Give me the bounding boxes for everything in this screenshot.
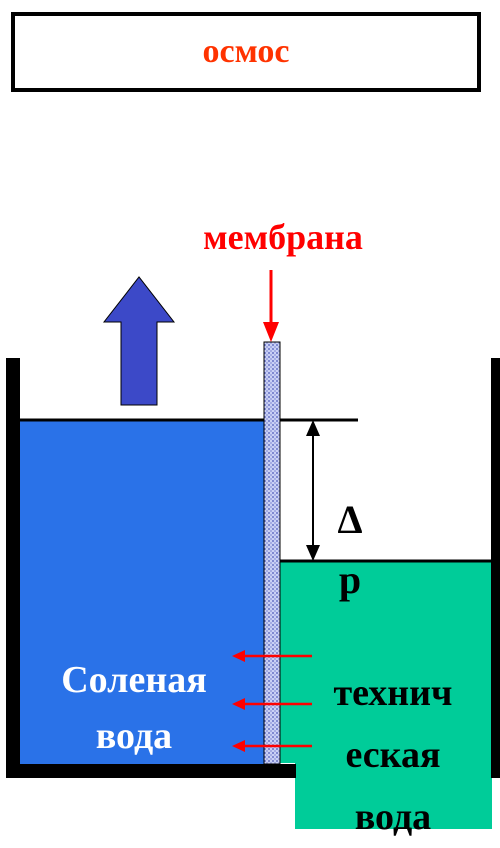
- container-bottom: [6, 764, 296, 778]
- pressure-letter: p: [338, 557, 362, 602]
- container-left-wall: [6, 358, 20, 778]
- title-box: осмос: [11, 12, 481, 92]
- membrane-pointer-arrow: [263, 270, 279, 342]
- delta-symbol: Δ: [337, 497, 363, 542]
- salt-water-label-line2: вода: [95, 715, 173, 757]
- technical-water-overflow: [295, 763, 492, 829]
- flow-arrow-2: [232, 698, 312, 710]
- technical-water-label-line1: технич: [333, 672, 453, 714]
- title: осмос: [202, 33, 290, 70]
- container-right-wall: [491, 358, 500, 778]
- osmosis-diagram: [6, 270, 500, 829]
- delta-p-arrow: [306, 420, 320, 561]
- technical-water-region: [280, 561, 492, 763]
- salt-water-label-line1: Соленая: [61, 659, 207, 701]
- delta-p-label: Δ p: [330, 490, 370, 610]
- technical-water-label-line2: еская: [345, 734, 441, 776]
- technical-water-label: технич еская вода: [296, 662, 490, 848]
- flow-arrow-3: [232, 740, 312, 752]
- salt-water-label: Соленая вода: [20, 652, 248, 764]
- membrane: [263, 341, 281, 765]
- flow-arrow-1: [232, 650, 312, 662]
- up-arrow-icon: [102, 276, 176, 406]
- membrane-label: мембрана: [203, 217, 363, 257]
- salt-water-region: [20, 420, 264, 764]
- technical-water-label-line3: вода: [354, 796, 432, 838]
